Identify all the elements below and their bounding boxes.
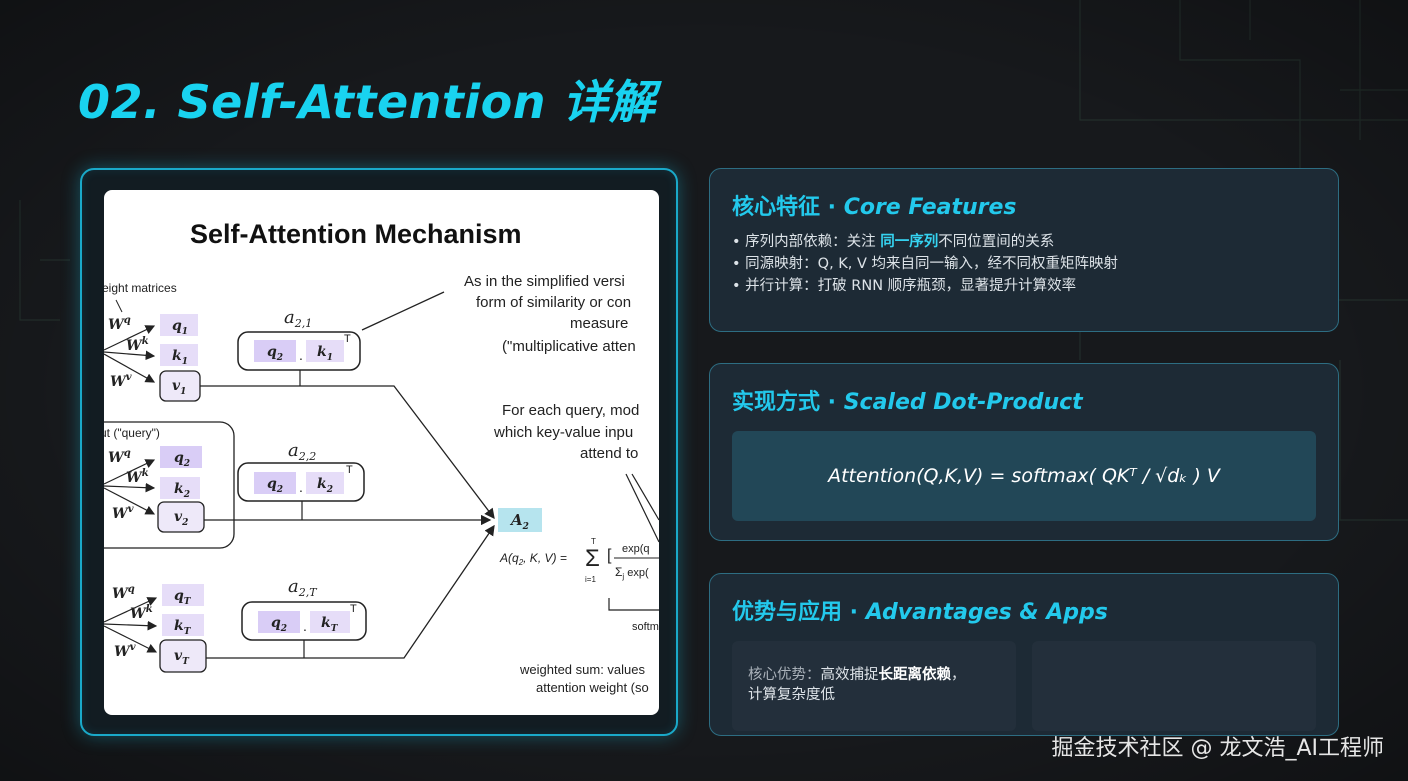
weighted-sum-line2: attention weight (so xyxy=(536,680,649,695)
svg-text:qT: qT xyxy=(174,588,192,607)
weight-matrices-label: eight matrices xyxy=(104,281,177,295)
self-attention-diagram: Self-Attention Mechanism eight matrices … xyxy=(104,219,659,695)
advantages-title-cn: 优势与应用 · xyxy=(732,600,866,625)
svg-text:.: . xyxy=(299,479,303,495)
implementation-title-en: Scaled Dot-Product xyxy=(843,390,1083,415)
implementation-title-cn: 实现方式 · xyxy=(732,390,844,415)
svg-text:T: T xyxy=(344,333,351,345)
formula-box: Attention(Q,K,V) = softmax( QKᵀ / √dₖ ) … xyxy=(732,431,1316,521)
svg-text:q2: q2 xyxy=(174,450,190,469)
svg-text:k2: k2 xyxy=(317,476,333,495)
advantages-title-en: Advantages & Apps xyxy=(865,600,1108,625)
svg-text:Σj exp(: Σj exp( xyxy=(615,565,649,581)
svg-text:k1: k1 xyxy=(172,348,188,367)
svg-text:For each query, mod: For each query, mod xyxy=(502,402,639,419)
svg-text:q2: q2 xyxy=(267,476,283,495)
svg-text:T: T xyxy=(350,603,357,615)
svg-text:Wv: Wv xyxy=(112,504,134,522)
svg-text:Wv: Wv xyxy=(110,372,132,390)
svg-text:[: [ xyxy=(607,547,612,564)
advantage-box-1: 核心优势：高效捕捉长距离依赖， 计算复杂度低 xyxy=(732,641,1016,731)
group-1: Wq Wk Wv q1 k1 v1 a2,1 q2 . k1 xyxy=(104,291,495,520)
svg-text:q2: q2 xyxy=(271,615,287,634)
svg-text:kT: kT xyxy=(321,615,339,634)
svg-text:Wk: Wk xyxy=(130,604,153,622)
svg-text:form of similarity or con: form of similarity or con xyxy=(476,294,631,311)
figure-title: Self-Attention Mechanism xyxy=(190,219,522,249)
self-attention-figure: Self-Attention Mechanism eight matrices … xyxy=(104,190,659,715)
svg-text:measure: measure xyxy=(570,315,628,332)
core-features-title-en: Core Features xyxy=(843,195,1017,220)
slide-title: 02. Self-Attention 详解 xyxy=(78,75,656,129)
advantages-card: 优势与应用 · Advantages & Apps 核心优势：高效捕捉长距离依赖… xyxy=(709,573,1339,736)
core-features-card: 核心特征 · Core Features • 序列内部依赖：关注 同一序列不同位… xyxy=(709,168,1339,332)
svg-text:.: . xyxy=(299,347,303,363)
svg-text:T: T xyxy=(591,537,596,546)
group-2: ut ("query") Wq Wk Wv q2 k2 v2 a2,2 q2 . xyxy=(104,421,492,549)
core-features-list: • 序列内部依赖：关注 同一序列不同位置间的关系 • 同源映射：Q, K, V … xyxy=(732,231,1118,297)
core-features-title-cn: 核心特征 · xyxy=(732,195,844,220)
attention-formula-text: Attention(Q,K,V) = softmax( QKᵀ / √dₖ ) … xyxy=(828,465,1220,487)
svg-text:k2: k2 xyxy=(174,481,190,500)
output-a2 xyxy=(498,508,542,532)
list-item: • 并行计算：打破 RNN 顺序瓶颈，显著提升计算效率 xyxy=(732,278,1077,294)
svg-text:Wq: Wq xyxy=(108,448,131,466)
list-item: • 同源映射：Q, K, V 均来自同一输入，经不同权重矩阵映射 xyxy=(732,256,1119,272)
advantages-title: 优势与应用 · Advantages & Apps xyxy=(732,594,1108,626)
svg-text:a2,1: a2,1 xyxy=(284,307,312,330)
svg-text:Wk: Wk xyxy=(126,468,149,486)
svg-text:T: T xyxy=(346,464,353,476)
svg-text:A(q2, K, V) =: A(q2, K, V) = xyxy=(499,551,567,567)
implementation-card: 实现方式 · Scaled Dot-Product Attention(Q,K,… xyxy=(709,363,1339,541)
watermark: 掘金技术社区 @ 龙文浩_AI工程师 xyxy=(1051,736,1384,761)
advantage-box-2 xyxy=(1032,641,1316,731)
svg-text:v2: v2 xyxy=(174,509,188,528)
svg-text:q2: q2 xyxy=(267,344,283,363)
svg-text:Wv: Wv xyxy=(114,642,136,660)
svg-text:which key-value inpu: which key-value inpu xyxy=(493,424,633,441)
group-3: Wq Wk Wv qT kT vT a2,T q2 . kT xyxy=(104,524,495,673)
implementation-title: 实现方式 · Scaled Dot-Product xyxy=(732,384,1083,416)
svg-text:Σ: Σ xyxy=(585,545,600,572)
svg-text:.: . xyxy=(303,618,307,634)
weighted-sum-line1: weighted sum: values xyxy=(519,662,646,677)
svg-text:vT: vT xyxy=(174,648,190,667)
svg-text:a2,T: a2,T xyxy=(288,576,318,599)
svg-text:kT: kT xyxy=(174,618,192,637)
figure-notes: As in the simplified versi form of simil… xyxy=(464,273,639,462)
query-label: ut ("query") xyxy=(104,426,160,440)
svg-text:i=1: i=1 xyxy=(585,575,596,584)
svg-text:attend to: attend to xyxy=(580,445,638,462)
softmax-label: softm xyxy=(632,621,659,633)
svg-text:a2,2: a2,2 xyxy=(288,440,316,463)
wq-label: W xyxy=(108,317,125,333)
attention-formula: A(q2, K, V) = Σ T i=1 [ exp(q Σj exp( xyxy=(499,537,659,584)
svg-text:q1: q1 xyxy=(172,318,188,337)
advantage-text: 核心优势：高效捕捉长距离依赖， 计算复杂度低 xyxy=(748,667,966,703)
list-item: • 序列内部依赖：关注 同一序列不同位置间的关系 xyxy=(732,234,1055,250)
svg-text:("multiplicative atten: ("multiplicative atten xyxy=(502,338,636,355)
svg-text:A2: A2 xyxy=(509,511,529,532)
svg-text:As in the simplified versi: As in the simplified versi xyxy=(464,273,625,290)
svg-text:Wq: Wq xyxy=(112,584,135,602)
svg-text:v1: v1 xyxy=(172,378,186,397)
svg-text:exp(q: exp(q xyxy=(622,543,650,555)
svg-text:k1: k1 xyxy=(317,344,333,363)
core-features-title: 核心特征 · Core Features xyxy=(732,189,1017,221)
svg-text:Wq: Wq xyxy=(108,315,131,333)
figure-panel: Self-Attention Mechanism eight matrices … xyxy=(80,168,678,736)
svg-text:Wk: Wk xyxy=(126,336,149,354)
